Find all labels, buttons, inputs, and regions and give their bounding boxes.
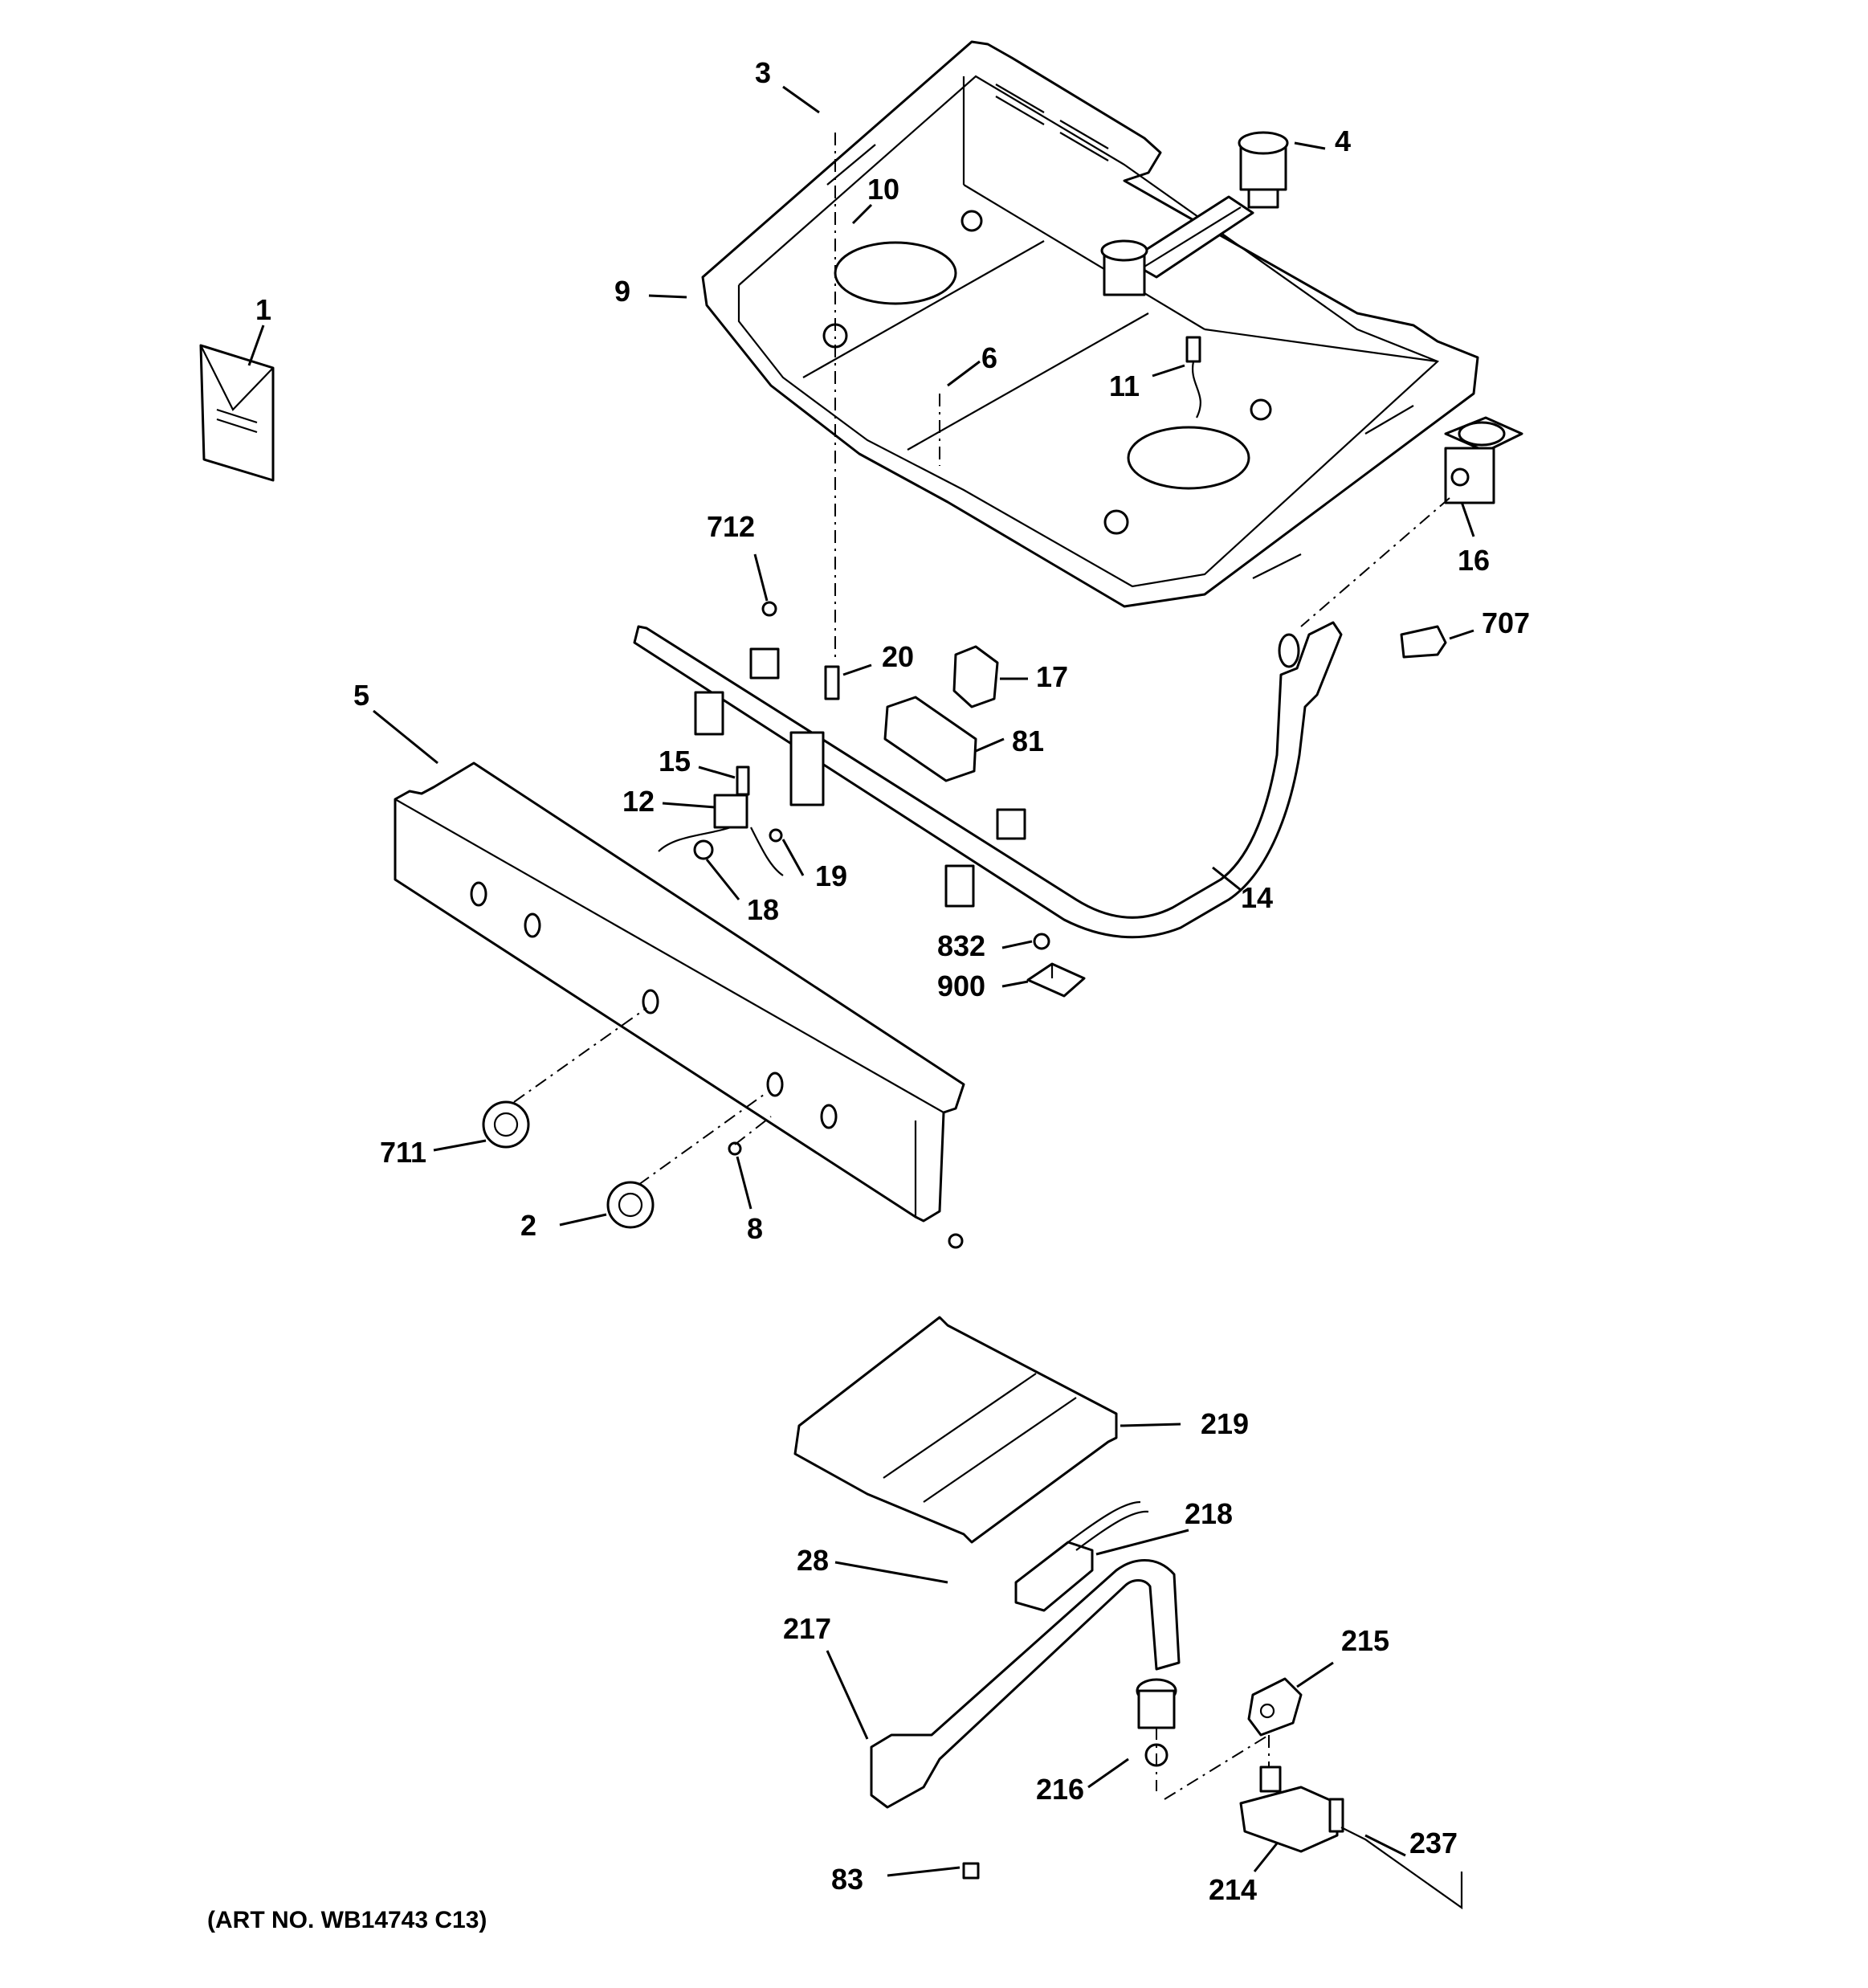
- callout-1: 1: [255, 293, 271, 326]
- part-218-igniter: [1014, 1500, 1149, 1612]
- callout-9: 9: [614, 275, 630, 308]
- callout-237: 237: [1409, 1827, 1458, 1859]
- part-5-control-panel: [394, 761, 965, 1223]
- callout-5: 5: [353, 679, 369, 712]
- callout-20: 20: [882, 640, 914, 673]
- callout-2: 2: [520, 1209, 536, 1242]
- callout-214: 214: [1209, 1873, 1257, 1906]
- callout-215: 215: [1341, 1624, 1389, 1657]
- part-8-screw: [728, 1141, 742, 1156]
- part-12-15-18-switch: [658, 765, 784, 876]
- part-219-baffle: [793, 1316, 1118, 1544]
- small-screws: [761, 601, 1050, 1880]
- part-217-burner-tube: [870, 1559, 1181, 1809]
- callout-28: 28: [797, 1544, 829, 1577]
- callout-11: 11: [1109, 369, 1140, 402]
- callout-19: 19: [815, 859, 847, 892]
- callout-16: 16: [1458, 544, 1490, 577]
- callout-3: 3: [755, 56, 771, 89]
- callout-18: 18: [747, 893, 779, 926]
- callout-labels: 1 2 3 4 5 6 8 9 10 11 12 14 15 16 17 18 …: [255, 56, 1530, 1906]
- art-number: (ART NO. WB14743 C13): [207, 1907, 487, 1933]
- part-14-manifold: [633, 621, 1343, 939]
- callout-17: 17: [1036, 660, 1068, 693]
- part-4-burner-valves: [1100, 131, 1289, 296]
- callout-81: 81: [1012, 725, 1044, 757]
- part-900-bracket: [1026, 962, 1086, 998]
- callout-10: 10: [867, 173, 899, 206]
- callout-216: 216: [1036, 1773, 1084, 1806]
- part-9-burner-box: [701, 40, 1479, 608]
- callout-6: 6: [981, 341, 997, 374]
- callout-707: 707: [1482, 606, 1530, 639]
- assembly-lines: [513, 133, 1450, 1800]
- callout-832: 832: [937, 929, 985, 962]
- part-1-envelope: [199, 344, 275, 482]
- part-11-wire-clip: [1185, 336, 1201, 418]
- callout-15: 15: [659, 745, 691, 778]
- leader-lines: [247, 85, 1475, 1877]
- part-17-81-modules: [883, 645, 999, 782]
- part-215-bracket: [1247, 1677, 1303, 1737]
- part-16-regulator: [1444, 416, 1523, 504]
- callout-14: 14: [1241, 881, 1273, 914]
- callout-12: 12: [622, 785, 655, 818]
- callout-4: 4: [1335, 125, 1351, 157]
- callout-83: 83: [831, 1863, 863, 1896]
- callout-900: 900: [937, 970, 985, 1002]
- callout-217: 217: [783, 1612, 831, 1645]
- knobs: [482, 1100, 655, 1229]
- callout-712: 712: [707, 510, 755, 543]
- callout-218: 218: [1185, 1497, 1233, 1530]
- part-214-safety-valve: [1239, 1766, 1463, 1910]
- callout-711: 711: [380, 1136, 426, 1169]
- part-707: [1400, 625, 1447, 659]
- callout-219: 219: [1201, 1407, 1249, 1440]
- callout-8: 8: [747, 1212, 763, 1245]
